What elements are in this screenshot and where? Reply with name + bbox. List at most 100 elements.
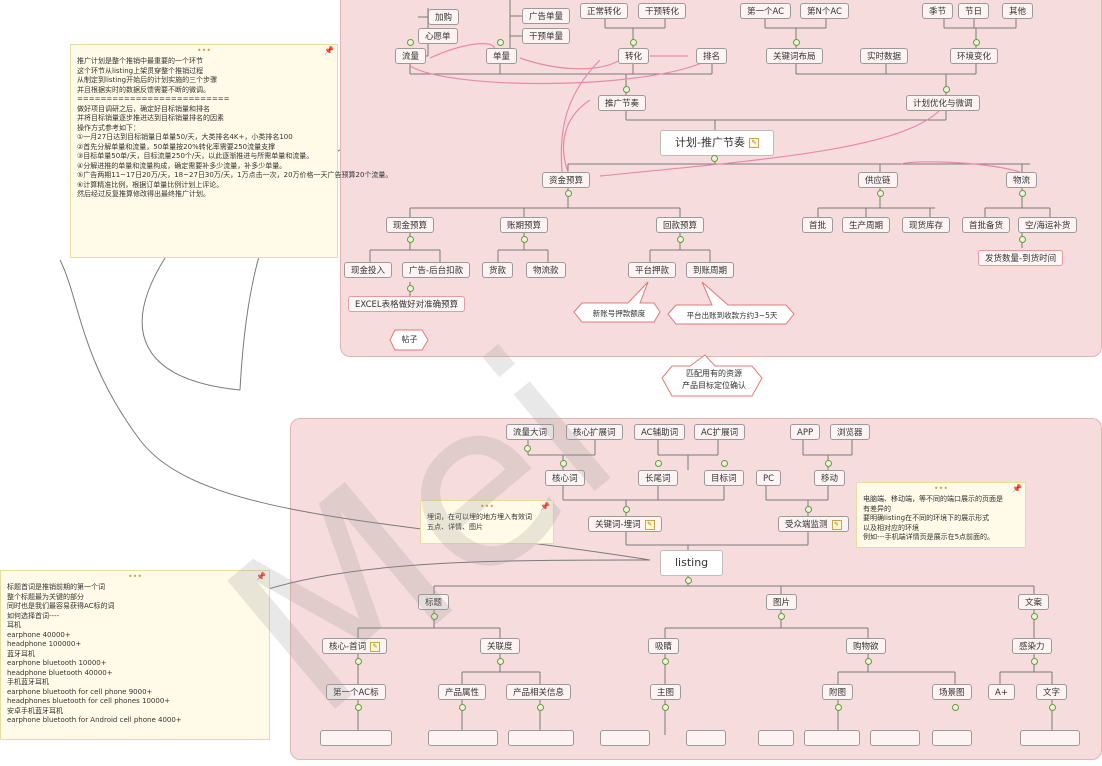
collapse-toggle[interactable] <box>497 39 504 46</box>
node-browser[interactable]: 浏览器 <box>830 424 870 440</box>
collapse-toggle[interactable] <box>1049 704 1056 711</box>
node-guanggao-houtai[interactable]: 广告-后台扣款 <box>402 262 471 278</box>
node-a-plus[interactable]: A+ <box>988 684 1015 700</box>
node-partial[interactable] <box>508 730 574 746</box>
collapse-toggle[interactable] <box>407 39 414 46</box>
node-chanpin-xiangguan[interactable]: 产品相关信息 <box>506 684 572 700</box>
callout-payout-cycle[interactable]: 平台出账到收款方约3~5天 <box>686 311 778 320</box>
node-pingtai-yakuan[interactable]: 平台押款 <box>628 262 677 278</box>
node-nth-ac[interactable]: 第N个AC <box>800 3 849 19</box>
node-keyword-layout[interactable]: 关键词布局 <box>766 48 823 64</box>
node-kongyun-buhuo[interactable]: 空/海运补货 <box>1018 217 1078 233</box>
node-ac-fuzhu[interactable]: AC辅助词 <box>634 424 686 440</box>
collapse-toggle[interactable] <box>677 236 684 243</box>
node-huokuan[interactable]: 货款 <box>482 262 514 278</box>
node-changjingtu[interactable]: 场景图 <box>932 684 972 700</box>
node-danliang[interactable]: 单量 <box>486 48 518 64</box>
node-app[interactable]: APP <box>790 424 821 440</box>
collapse-toggle[interactable] <box>825 460 832 467</box>
collapse-toggle[interactable] <box>778 613 785 620</box>
note-icon[interactable]: ✎ <box>748 138 759 148</box>
pin-icon[interactable]: 📌 <box>324 46 334 55</box>
node-qita[interactable]: 其他 <box>1002 3 1034 19</box>
node-excel-budget[interactable]: EXCEL表格做好对准确预算 <box>348 296 466 312</box>
node-partial[interactable] <box>870 730 920 746</box>
collapse-toggle[interactable] <box>560 460 567 467</box>
node-tupian[interactable]: 图片 <box>766 594 798 610</box>
pin-icon[interactable]: 📌 <box>540 502 550 511</box>
node-wuliukuan[interactable]: 物流款 <box>526 262 566 278</box>
collapse-toggle[interactable] <box>623 506 630 513</box>
collapse-toggle[interactable] <box>431 613 438 620</box>
collapse-toggle[interactable] <box>407 236 414 243</box>
collapse-toggle[interactable] <box>685 577 692 584</box>
node-xijing[interactable]: 吸睛 <box>648 638 680 654</box>
node-hexin-kuozhan[interactable]: 核心扩展词 <box>566 424 623 440</box>
collapse-toggle[interactable] <box>952 704 959 711</box>
node-hexinci[interactable]: 核心词 <box>545 470 585 486</box>
node-mubiaoci[interactable]: 目标词 <box>704 470 744 486</box>
node-futu[interactable]: 附图 <box>822 684 854 700</box>
memo-audience-display[interactable]: ••• 📌 电脑端、移动端，等不同的端口展示的页面是有差异的要明确listing… <box>856 482 1026 548</box>
node-changweici[interactable]: 长尾词 <box>638 470 678 486</box>
node-hexin-shouci[interactable]: 核心-首词✎ <box>322 638 388 654</box>
node-ac-kuozhan[interactable]: AC扩展词 <box>694 424 746 440</box>
node-guanliandu[interactable]: 关联度 <box>480 638 520 654</box>
node-shengchan-zhouqi[interactable]: 生产周期 <box>842 217 891 233</box>
collapse-toggle[interactable] <box>793 39 800 46</box>
note-icon[interactable]: ✎ <box>370 641 381 652</box>
node-xianjin-touru[interactable]: 现金投入 <box>344 262 393 278</box>
node-partial[interactable] <box>1020 730 1080 746</box>
node-partial[interactable] <box>932 730 972 746</box>
note-icon[interactable]: ✎ <box>644 519 655 530</box>
callout-tiezi[interactable]: 帖子 <box>401 335 418 344</box>
node-ganyu-danliang[interactable]: 干预单量 <box>522 28 571 44</box>
collapse-toggle[interactable] <box>835 704 842 711</box>
node-partial[interactable] <box>428 730 498 746</box>
node-zhuanhua[interactable]: 转化 <box>618 48 650 64</box>
node-partial[interactable] <box>320 730 392 746</box>
node-zhengchang-zhuanhua[interactable]: 正常转化 <box>580 3 629 19</box>
node-jijie[interactable]: 季节 <box>922 3 954 19</box>
node-realtime-data[interactable]: 实时数据 <box>860 48 909 64</box>
collapse-toggle[interactable] <box>355 704 362 711</box>
collapse-toggle[interactable] <box>1031 658 1038 665</box>
collapse-toggle[interactable] <box>721 460 728 467</box>
collapse-toggle[interactable] <box>459 704 466 711</box>
node-zijin-yusuan[interactable]: 资金预算 <box>542 172 591 188</box>
callout-resource-match[interactable]: 匹配用有的资源 产品目标定位确认 <box>682 369 746 390</box>
memo-title-first-word[interactable]: ••• 📌 标题首词是推销前期的第一个词整个标题最为关键的部分同时也是我们最容易… <box>0 570 270 740</box>
collapse-toggle[interactable] <box>537 704 544 711</box>
collapse-toggle[interactable] <box>521 236 528 243</box>
node-wenzi[interactable]: 文字 <box>1036 684 1068 700</box>
collapse-toggle[interactable] <box>943 86 950 93</box>
node-zhangqi-yusuan[interactable]: 账期预算 <box>500 217 549 233</box>
node-xianhuo-kucun[interactable]: 现货库存 <box>902 217 951 233</box>
node-fahuo-shuliang[interactable]: 发货数量-到货时间 <box>978 250 1064 266</box>
memo-promotion-plan[interactable]: ••• 📌 推广计划是整个推销中最重要的一个环节这个环节从listing上架贯穿… <box>70 44 392 258</box>
node-tuiguang-jiezou[interactable]: 推广节奏 <box>598 95 647 111</box>
node-partial[interactable] <box>758 730 794 746</box>
node-zhutu[interactable]: 主图 <box>650 684 682 700</box>
collapse-toggle[interactable] <box>711 155 718 162</box>
collapse-toggle[interactable] <box>655 460 662 467</box>
collapse-toggle[interactable] <box>1031 613 1038 620</box>
callout-new-account[interactable]: 新账号押款额度 <box>592 309 646 318</box>
node-paiming[interactable]: 排名 <box>696 48 728 64</box>
node-pc[interactable]: PC <box>756 470 782 486</box>
collapse-toggle[interactable] <box>805 506 812 513</box>
collapse-toggle[interactable] <box>973 39 980 46</box>
collapse-toggle[interactable] <box>355 658 362 665</box>
node-partial[interactable] <box>600 730 650 746</box>
node-chanpin-shuxing[interactable]: 产品属性 <box>438 684 487 700</box>
collapse-toggle[interactable] <box>623 86 630 93</box>
pin-icon[interactable]: 📌 <box>256 572 266 581</box>
center-topic-listing[interactable]: listing <box>660 550 724 576</box>
node-daozhang-zhouqi[interactable]: 到账周期 <box>686 262 735 278</box>
node-jieri[interactable]: 节日 <box>958 3 990 19</box>
node-shoupi-beihuo[interactable]: 首批备货 <box>962 217 1011 233</box>
node-guanggao-danliang[interactable]: 广告单量 <box>522 8 571 24</box>
node-audience-monitor[interactable]: 受众端监测✎ <box>778 516 849 532</box>
node-ganranli[interactable]: 感染力 <box>1012 638 1052 654</box>
collapse-toggle[interactable] <box>865 658 872 665</box>
